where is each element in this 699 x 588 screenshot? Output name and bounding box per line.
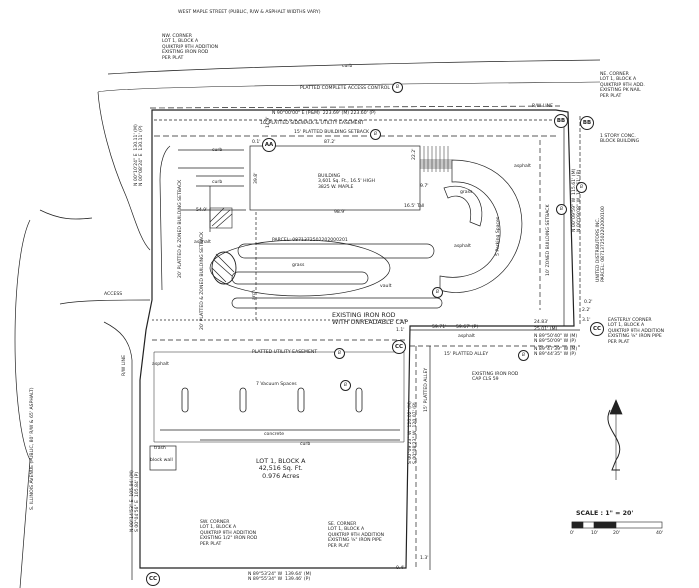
- bubble-bb-ne: BB: [554, 114, 568, 128]
- bubble-b-3: B: [334, 348, 345, 359]
- asphalt-label-mid: asphalt: [454, 244, 471, 249]
- sw-corner-label: SW. CORNER LOT 1, BLOCK A QUIKTRIP 9TH A…: [200, 520, 258, 547]
- dim-87: 87.2': [324, 140, 336, 145]
- arch-label: arch: [252, 289, 257, 300]
- scale-tick-0: 0': [570, 531, 575, 536]
- bubble-bb: BB: [580, 116, 594, 130]
- zoned-setback-west-label: 20' PLATTED & ZONED BUILDING SETBACK: [178, 179, 183, 278]
- west-line-bearing-bottom: N 00°14'53" E 105.94' (M) S 00°04'56" E …: [130, 470, 141, 532]
- nw-corner-label: NW. CORNER LOT 1, BLOCK A QUIKTRIP 9TH A…: [162, 34, 218, 61]
- asphalt-label-ne: asphalt: [514, 164, 531, 169]
- parcel-label: PARCEL: 0871372502202000201: [272, 238, 348, 243]
- north-line-bearing: N 90°00'00" E (P&M) 223.69' (M) 223.60' …: [272, 111, 376, 116]
- dim-13: 1.3': [420, 556, 429, 561]
- parking-spaces-label: 5 Parking Spaces: [496, 216, 501, 256]
- dim-5971: 59.71': [432, 325, 447, 330]
- alley-bearing-1: N 89°50'40" W (M) N 89°50'09" W (P): [534, 334, 578, 345]
- west-street-label: S. ILLINOIS AVENUE (PUBLIC, 80' R/W & 65…: [30, 387, 35, 511]
- dim-11: 1.1': [396, 328, 405, 333]
- united-distributors-label: UNITED DISTRIBUTORS INC. PARCEL: 0871372…: [596, 206, 607, 282]
- bubble-cc-mid: CC: [392, 340, 406, 354]
- access-label: ACCESS: [104, 292, 123, 297]
- scale-tick-40: 40': [656, 531, 664, 536]
- dim-97: 9.7': [420, 184, 429, 189]
- dim-31: 3.1': [582, 318, 591, 323]
- bubble-b-4: B: [518, 350, 529, 361]
- bubble-cc-sw: CC: [146, 572, 160, 586]
- asphalt-label-alley: asphalt: [458, 334, 475, 339]
- north-street-label: WEST MAPLE STREET (PUBLIC, R/W & ASPHALT…: [178, 10, 321, 15]
- bubble-b-2: B: [370, 129, 381, 140]
- dim-989: 98.9': [334, 210, 346, 215]
- one-story-label: 1 STORY CONC. BLOCK BUILDING: [600, 134, 640, 145]
- curb-label-3: curb: [300, 442, 311, 447]
- vault-label: vault: [380, 284, 392, 289]
- west-line-bearing-top: N 00°10'24" E 130.11' (M) N 00°08'24" E …: [134, 124, 145, 186]
- trash-label: trash: [154, 446, 166, 451]
- east-line-bearing: N 00°09'59" W 115.61' (M) N 00°09'08" W …: [572, 168, 583, 232]
- existing-rod-unreadable-label: EXISTING IRON ROD WITH UNREADABLE CAP: [332, 312, 409, 327]
- grass-label-east: grass: [460, 190, 473, 195]
- scale-tick-20: 20': [613, 531, 621, 536]
- west-setback-label: 20' PLATTED & ZONED BUILDING SETBACK: [200, 231, 205, 330]
- existing-rod-cls-label: EXISTING IRON ROD CAP CLS 59: [472, 372, 519, 383]
- dim-5967: 59.67' (P): [456, 325, 479, 330]
- se-corner-label: SE. CORNER LOT 1, BLOCK A QUIKTRIP 9TH A…: [328, 522, 384, 549]
- curb-label-2: curb: [212, 180, 223, 185]
- south-line-bearing: N 89°53'24" W 139.64' (M) N 89°55'34" W …: [248, 572, 312, 583]
- block-wall-label: block wall: [150, 458, 173, 463]
- scale-bar: [571, 521, 663, 529]
- curb-label-1: curb: [212, 148, 223, 153]
- grass-label: grass: [292, 263, 305, 268]
- sidewalk-easement-label: 10' PLATTED SIDEWALK & UTILITY EASEMENT: [260, 121, 364, 126]
- dim-398: 39.8': [254, 172, 259, 185]
- dim-02: 0.2': [584, 300, 593, 305]
- easterly-corner-label: EASTERLY CORNER LOT 1, BLOCK A QUIKTRIP …: [608, 318, 664, 345]
- dim-2483: 24.83': [534, 320, 549, 325]
- tall-label: 16.5' Tall: [404, 204, 425, 209]
- asphalt-label-sw: asphalt: [152, 362, 169, 367]
- alley-label: 15' PLATTED ALLEY: [444, 352, 489, 357]
- dim-222: 22.2': [412, 148, 417, 161]
- dim-549: 54.9': [196, 208, 208, 213]
- dim-22: 2.2': [582, 308, 591, 313]
- bubble-b-5: B: [340, 380, 351, 391]
- dim-04: 0.4': [396, 566, 405, 571]
- rw-line-north-label: R/W LINE: [532, 104, 553, 109]
- bubble-b-6: B: [576, 182, 587, 193]
- bubble-aa: AA: [262, 138, 276, 152]
- vacuum-spaces-label: 7 Vacuum Spaces: [256, 382, 297, 387]
- bubble-b-7: B: [556, 204, 567, 215]
- rw-line-west-label: R/W LINE: [122, 355, 127, 376]
- alley-bearing-2: N 89°47'39" W (M) N 89°44'35" W (P): [534, 347, 578, 358]
- alley-line-bearing: S 00°09'23" W 120.02' (M) S 00°08'23" W …: [408, 401, 419, 464]
- zoned-setback-east-label: 10' ZONED BUILDING SETBACK: [546, 204, 551, 276]
- asphalt-label-west: asphalt: [194, 240, 211, 245]
- bubble-b-8: B: [432, 287, 443, 298]
- north-curb-line: [107, 59, 601, 75]
- lot-label: LOT 1, BLOCK A 42,516 Sq. Ft. 0.976 Acre…: [256, 458, 306, 480]
- property-boundary: [139, 109, 575, 569]
- dim-01: 0.1': [252, 140, 261, 145]
- building-footprint: [249, 145, 421, 211]
- dim-2501: 25.01' (M): [534, 327, 558, 332]
- dim-149: 14.9': [266, 116, 271, 129]
- building-setback-label: 15' PLATTED BUILDING SETBACK: [294, 130, 370, 135]
- alley-vertical-label: 15' PLATTED ALLEY: [424, 367, 429, 412]
- north-rw-line: [149, 105, 561, 109]
- utility-easement-label: PLATTED UTILITY EASEMENT: [252, 350, 318, 355]
- concrete-label: concrete: [264, 432, 285, 437]
- scale-tick-10: 10': [591, 531, 599, 536]
- bubble-b-1: B: [392, 82, 403, 93]
- access-control-label: PLATTED COMPLETE ACCESS CONTROL: [300, 86, 390, 91]
- building-label: BUILDING 3,601 Sq. Ft., 16.5' HIGH 3825 …: [318, 174, 375, 190]
- scale-title: SCALE : 1" = 20': [576, 510, 634, 517]
- bubble-cc-east: CC: [590, 322, 604, 336]
- ne-corner-label: NE. CORNER LOT 1, BLOCK A QUIKTRIP 9TH A…: [600, 72, 645, 99]
- curb-label-north: curb: [342, 64, 353, 69]
